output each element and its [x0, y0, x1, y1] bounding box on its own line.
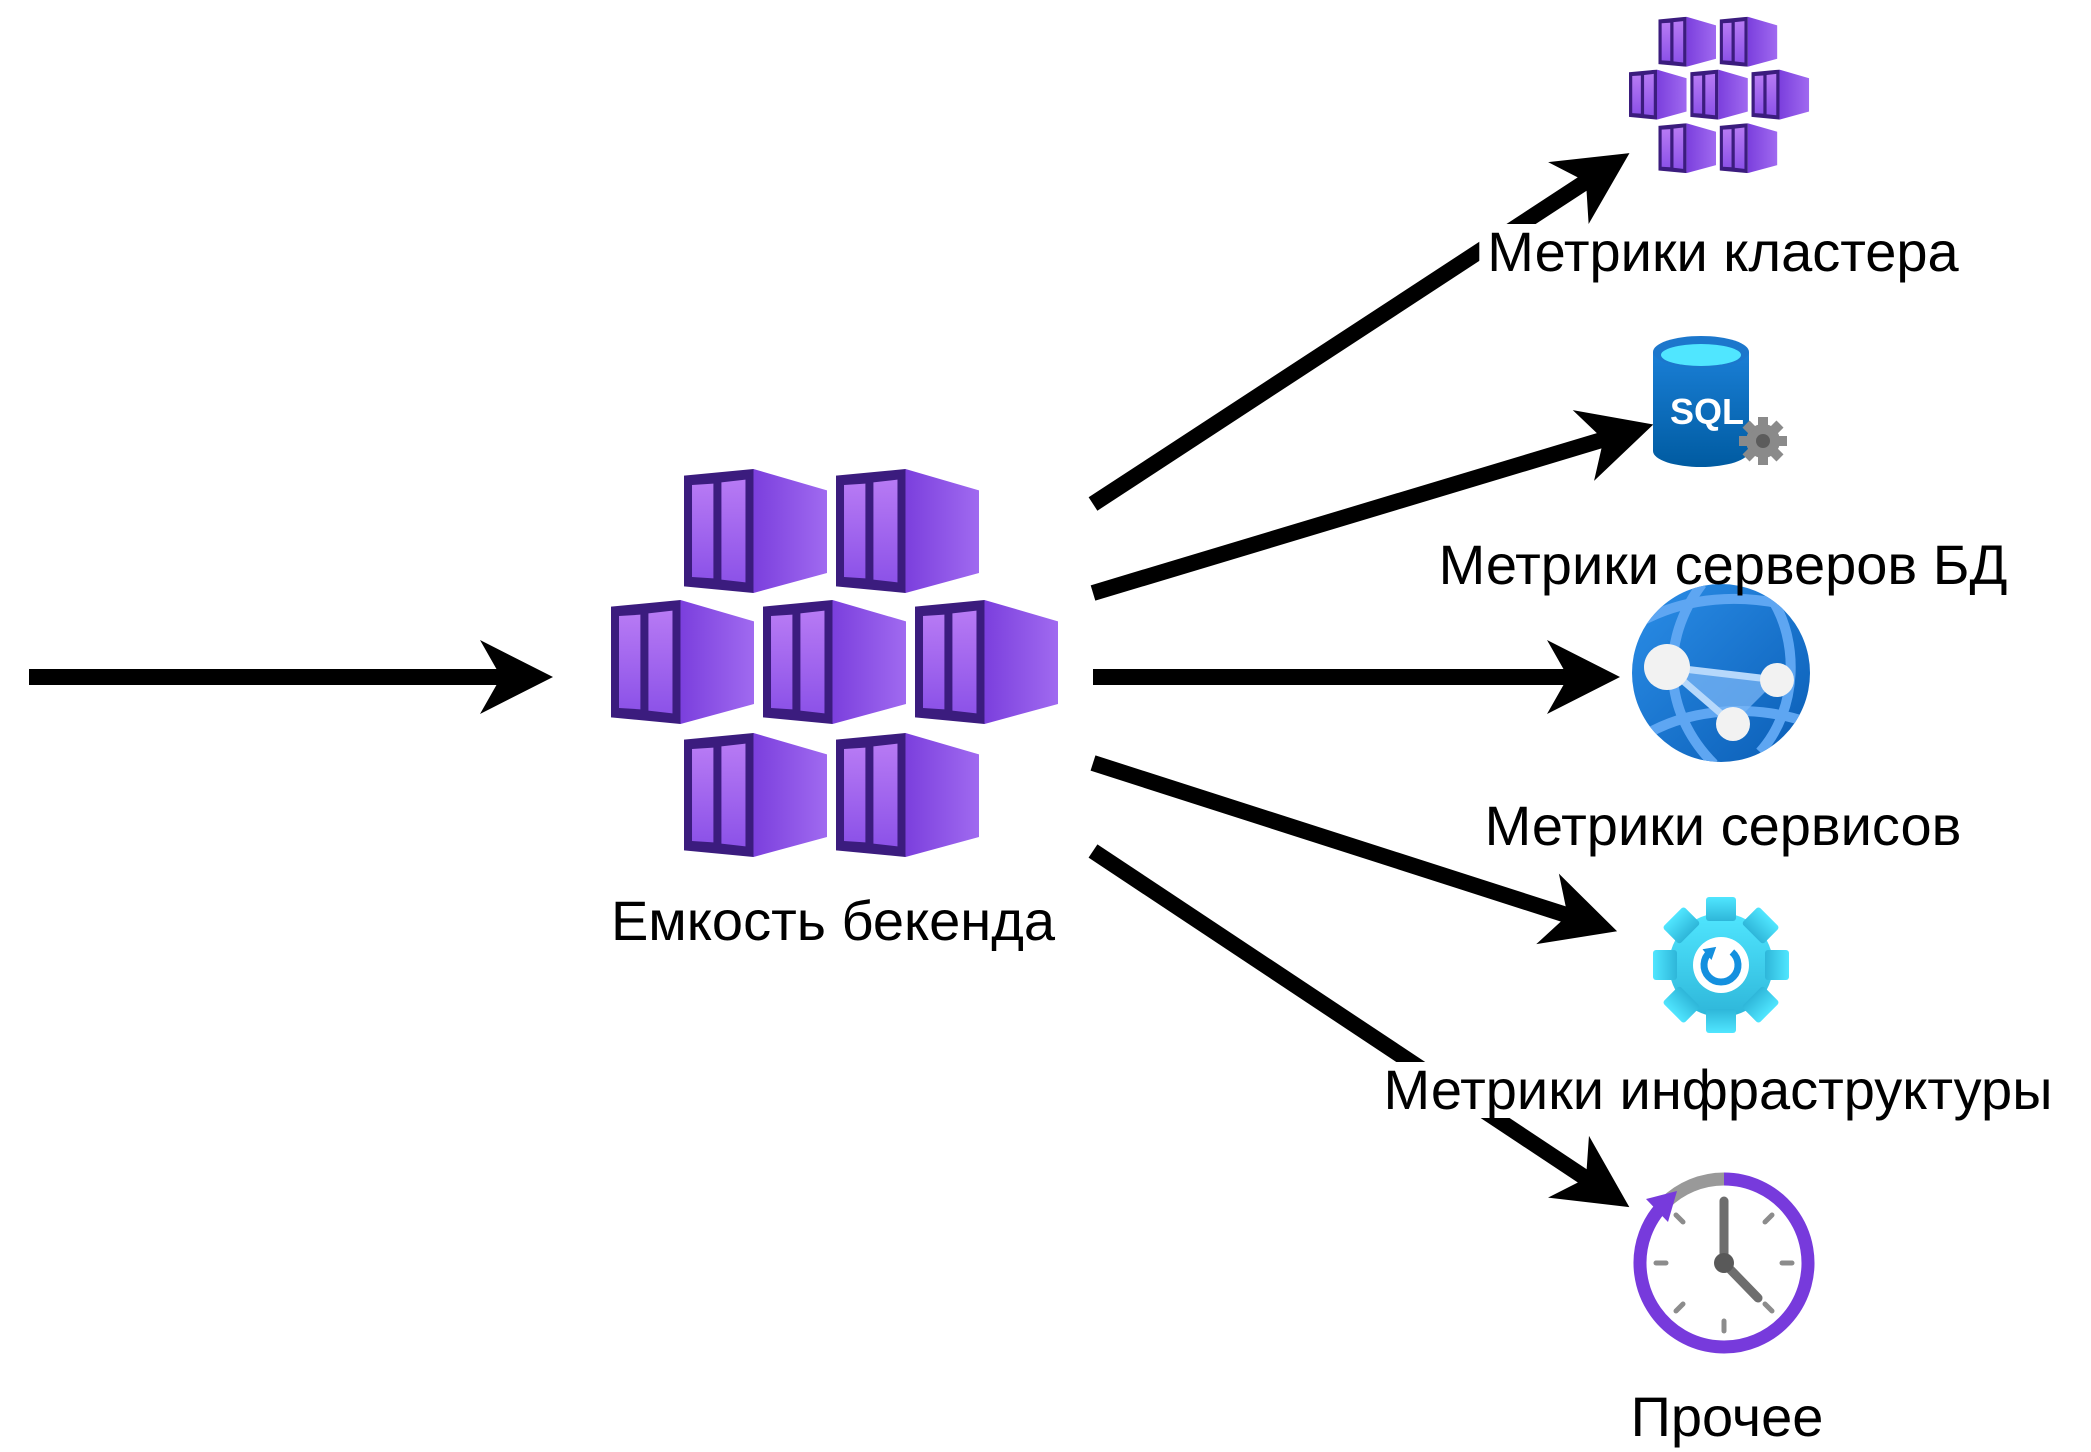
cluster-metrics-label: Метрики кластера — [1479, 224, 1967, 280]
container-cube — [1751, 69, 1810, 120]
clock-ticks — [1653, 1212, 1795, 1334]
globe-node-large — [1644, 644, 1690, 690]
automation-gear-icon — [1653, 897, 1789, 1033]
globe-network-area — [1667, 667, 1777, 724]
container-cluster-icon — [611, 469, 1058, 857]
arrow-to-other — [1088, 844, 1630, 1208]
clock-ring — [1633, 1172, 1815, 1354]
container-cube — [684, 733, 827, 857]
clock-icon — [1633, 1172, 1815, 1354]
container-cube — [684, 469, 827, 593]
backend-capacity-label: Емкость бекенда — [602, 893, 1064, 949]
other-label: Прочее — [1622, 1389, 1832, 1445]
container-cube — [1629, 69, 1687, 120]
sql-cylinder-top-inner — [1661, 344, 1741, 366]
clock-center-dot — [1714, 1253, 1734, 1273]
clock-ring-arrowhead — [1646, 1191, 1677, 1222]
container-cube — [1658, 16, 1717, 67]
refresh-arrow-head — [1702, 946, 1717, 960]
container-cube — [915, 600, 1058, 724]
service-metrics-label: Метрики сервисов — [1476, 798, 1970, 854]
container-cube — [836, 733, 979, 857]
container-cube — [763, 600, 906, 724]
infrastructure-metrics-label: Метрики инфраструктуры — [1375, 1062, 2061, 1118]
sql-icon-text: SQL — [1670, 391, 1744, 432]
container-cube — [1719, 16, 1778, 67]
app-service-globe-icon — [1632, 584, 1810, 762]
container-cube — [836, 469, 979, 593]
container-cube — [1690, 69, 1748, 120]
globe-node — [1760, 663, 1794, 697]
globe-node — [1716, 707, 1750, 741]
settings-gear-icon — [1739, 417, 1787, 465]
arrow-to-db-server-metrics — [1090, 410, 1654, 601]
refresh-arrow-icon — [1700, 949, 1742, 986]
kubernetes-cluster-icon — [1629, 16, 1810, 174]
db-server-metrics-label: Метрики серверов БД — [1438, 533, 2008, 596]
sql-database-icon: SQL — [1653, 336, 1787, 467]
container-cube — [1658, 123, 1717, 174]
container-cube — [611, 600, 754, 724]
arrow-to-infrastructure-metrics — [1090, 755, 1618, 945]
container-cube — [1719, 123, 1778, 174]
sql-cylinder-body — [1653, 352, 1749, 467]
